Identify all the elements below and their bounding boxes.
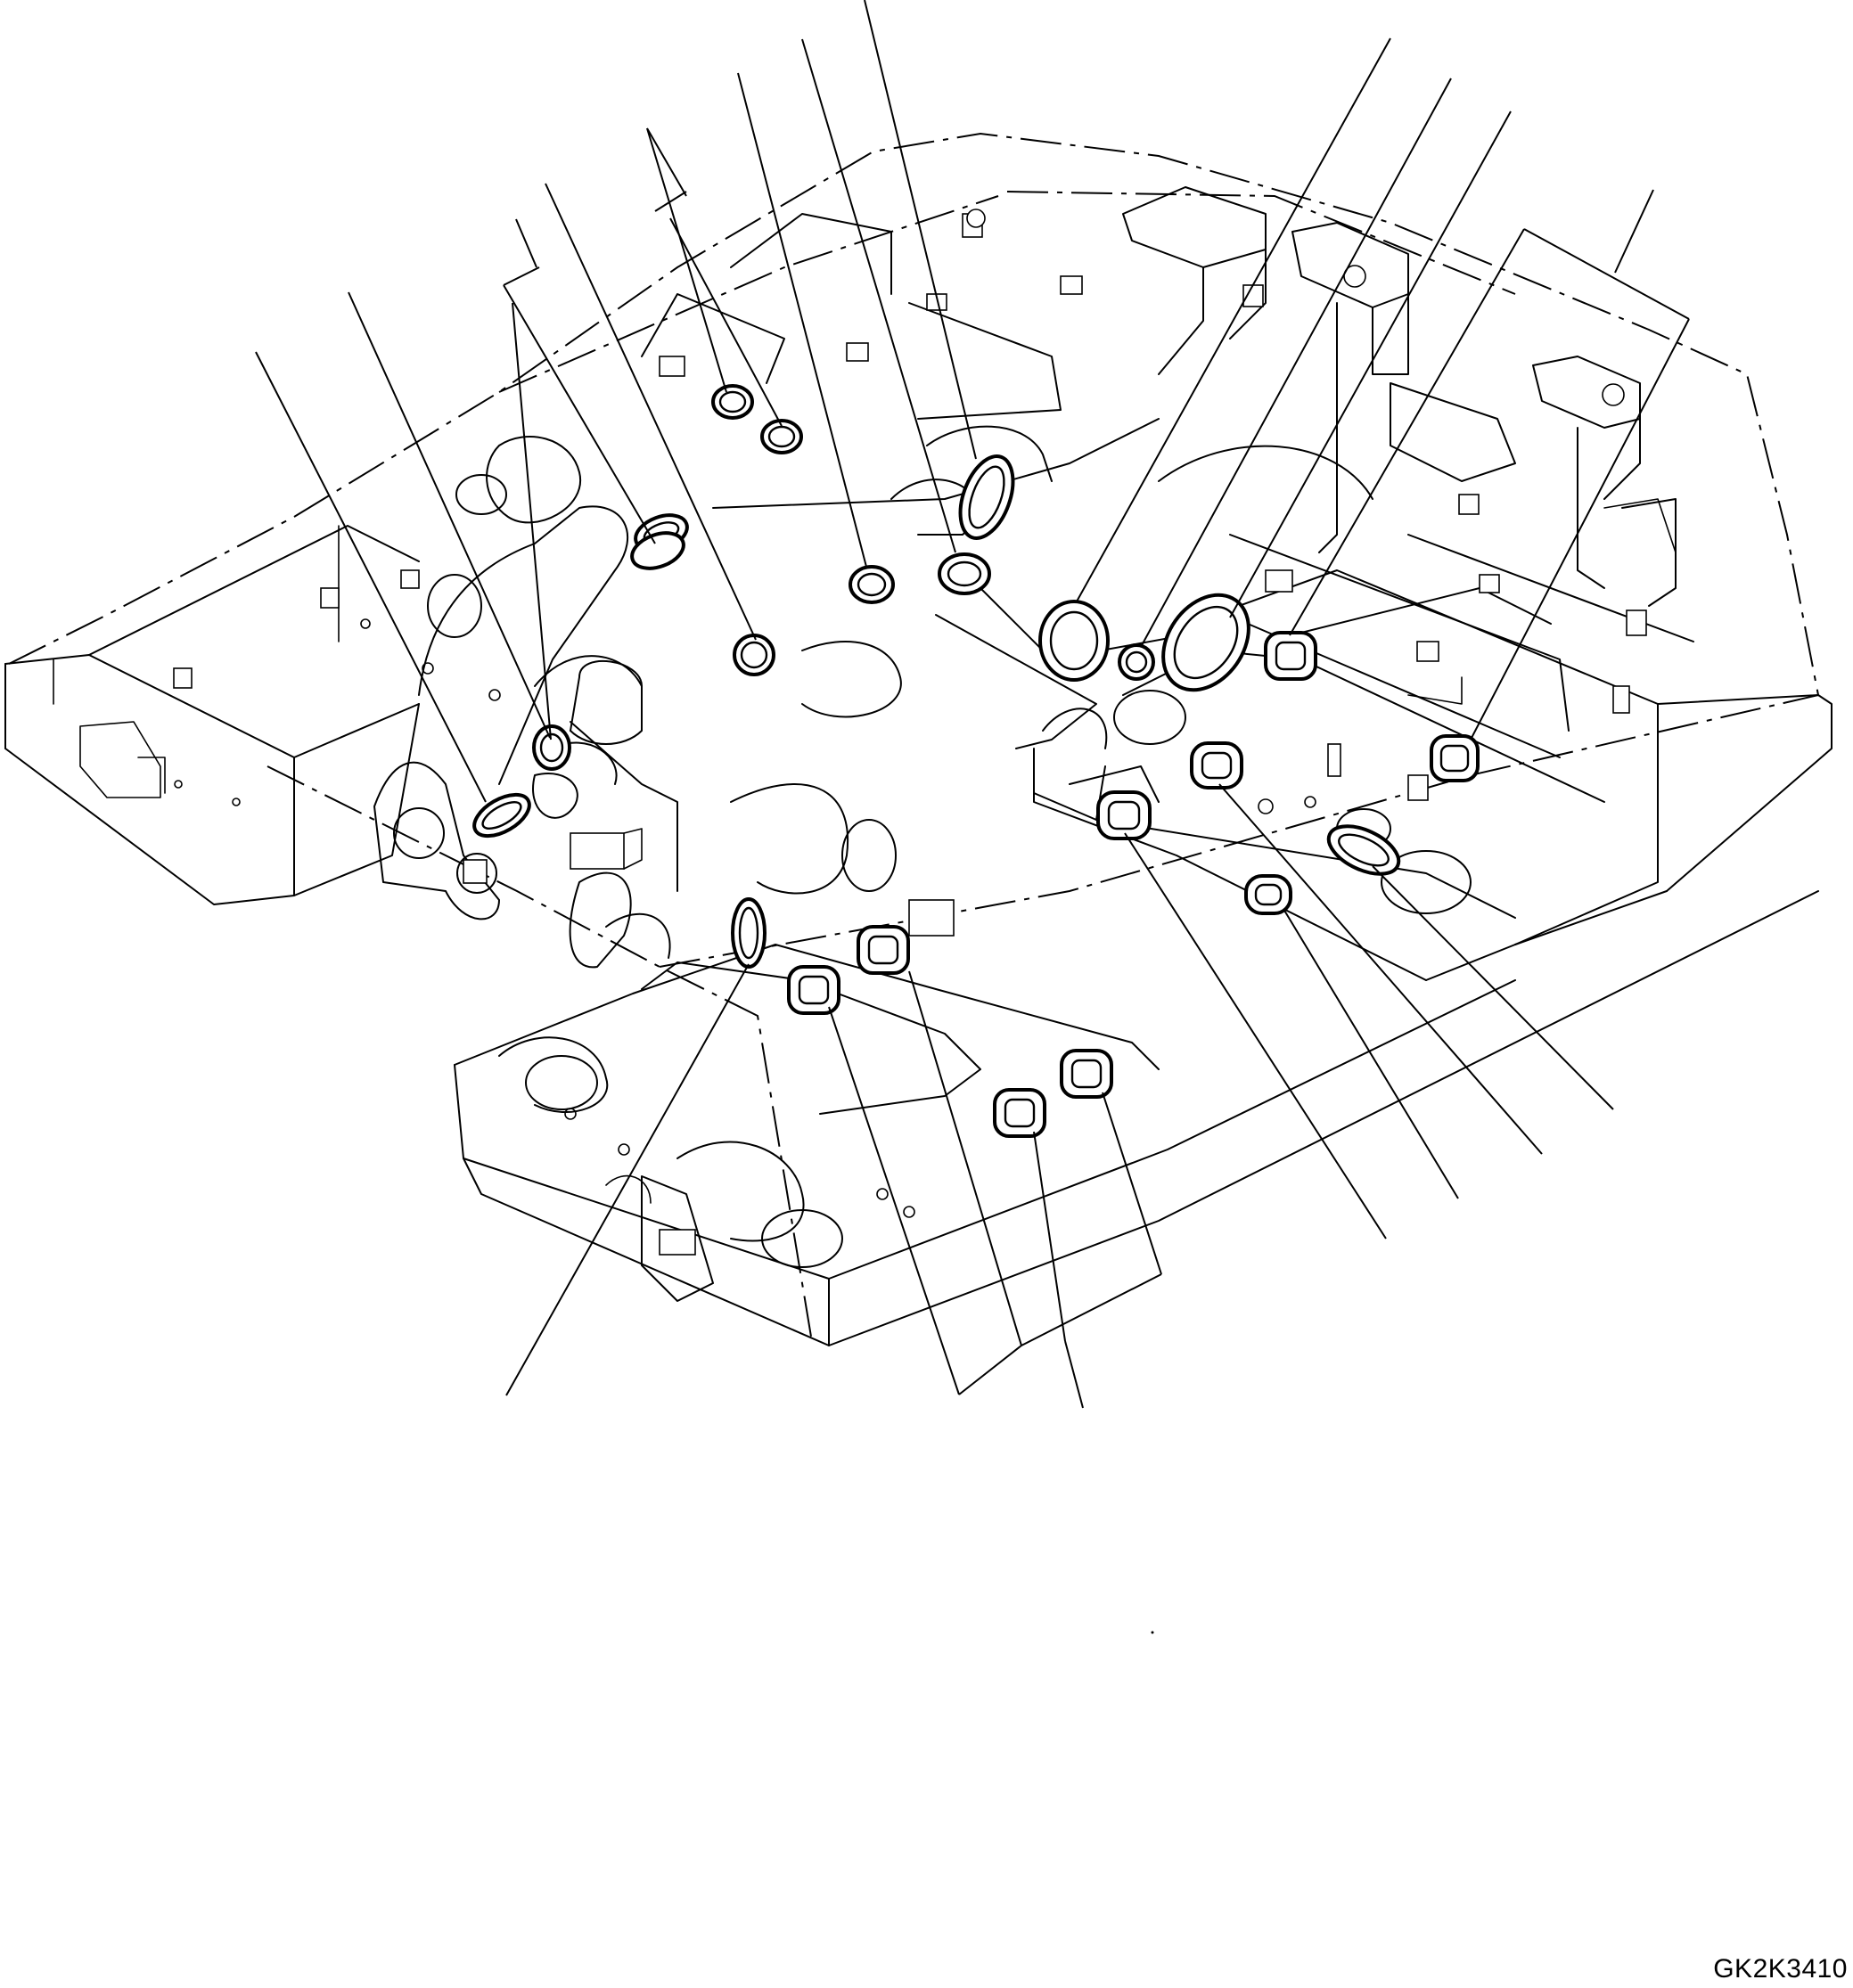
frame-bosses bbox=[173, 209, 1647, 937]
frame-phantom-outline bbox=[8, 132, 1819, 1338]
front-beam bbox=[454, 890, 1819, 1346]
left-boom-area bbox=[373, 436, 897, 969]
grommets bbox=[472, 384, 1480, 1138]
drawing-code: GK2K3410 bbox=[1713, 1954, 1848, 1984]
right-side-box bbox=[1033, 498, 1833, 981]
leader-lines bbox=[255, 0, 1690, 1409]
left-side-box bbox=[4, 525, 420, 905]
stray-mark bbox=[1151, 1631, 1154, 1634]
